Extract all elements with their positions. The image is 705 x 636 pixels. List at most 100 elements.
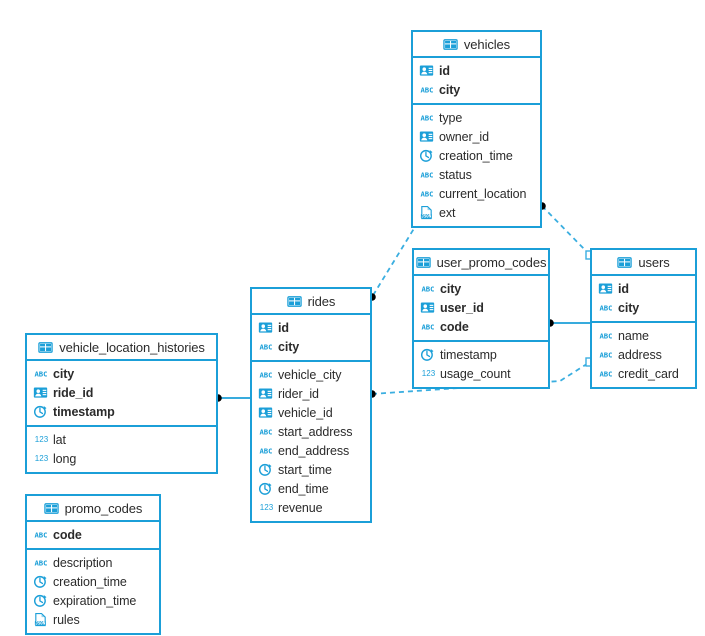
column-row[interactable]: ABC end_address xyxy=(252,441,370,460)
table-header-user_promo_codes[interactable]: user_promo_codes xyxy=(414,250,548,276)
key-id-icon xyxy=(598,281,613,296)
abc-icon: ABC xyxy=(419,186,434,201)
column-name: city xyxy=(618,300,640,315)
number-icon: 123 xyxy=(33,451,49,466)
column-row[interactable]: rider_id xyxy=(252,384,370,403)
column-name: type xyxy=(439,110,463,125)
clock-icon xyxy=(33,574,48,589)
json-icon: JSON xyxy=(33,612,48,627)
column-row[interactable]: vehicle_id xyxy=(252,403,370,422)
number-icon: 123 xyxy=(258,500,274,515)
svg-text:ABC: ABC xyxy=(34,530,47,539)
svg-text:ABC: ABC xyxy=(420,170,433,179)
table-title: promo_codes xyxy=(64,500,143,516)
column-name: lat xyxy=(53,432,66,447)
column-row[interactable]: end_time xyxy=(252,479,370,498)
column-row[interactable]: creation_time xyxy=(413,146,540,165)
abc-icon: ABC xyxy=(258,443,273,458)
abc-icon: ABC xyxy=(419,82,434,97)
abc-icon: ABC xyxy=(419,110,434,125)
svg-text:ABC: ABC xyxy=(259,446,272,455)
column-name: timestamp xyxy=(53,404,115,419)
column-row[interactable]: id xyxy=(413,61,540,80)
column-row[interactable]: timestamp xyxy=(27,402,216,421)
svg-text:123: 123 xyxy=(422,369,436,378)
column-row[interactable]: creation_time xyxy=(27,572,159,591)
key-id-icon xyxy=(419,63,434,78)
table-header-vehicles[interactable]: vehicles xyxy=(413,32,540,58)
relationship-vehicle_location_histories-rides[interactable] xyxy=(214,394,250,402)
column-row[interactable]: user_id xyxy=(414,298,548,317)
svg-text:ABC: ABC xyxy=(599,350,612,359)
table-header-rides[interactable]: rides xyxy=(252,289,370,315)
column-name: current_location xyxy=(439,186,527,201)
column-name: timestamp xyxy=(440,347,497,362)
table-header-promo_codes[interactable]: promo_codes xyxy=(27,496,159,522)
column-name: end_time xyxy=(278,481,329,496)
abc-icon: ABC xyxy=(598,347,613,362)
column-row[interactable]: ABC current_location xyxy=(413,184,540,203)
column-row[interactable]: owner_id xyxy=(413,127,540,146)
column-row[interactable]: expiration_time xyxy=(27,591,159,610)
svg-text:123: 123 xyxy=(260,503,274,512)
column-row[interactable]: ABC code xyxy=(27,525,159,544)
column-name: end_address xyxy=(278,443,350,458)
column-name: city xyxy=(439,82,461,97)
column-row[interactable]: ABC type xyxy=(413,108,540,127)
table-icon xyxy=(38,340,53,355)
column-name: creation_time xyxy=(439,148,513,163)
column-name: code xyxy=(53,527,82,542)
svg-text:ABC: ABC xyxy=(421,284,434,293)
column-row[interactable]: 123 lat xyxy=(27,430,216,449)
number-icon: 123 xyxy=(33,432,49,447)
column-row[interactable]: id xyxy=(592,279,695,298)
column-row[interactable]: ABC city xyxy=(413,80,540,99)
primary-key-section: ABC code xyxy=(27,522,159,550)
column-row[interactable]: start_time xyxy=(252,460,370,479)
column-name: credit_card xyxy=(618,366,679,381)
key-id-icon xyxy=(258,386,273,401)
column-row[interactable]: id xyxy=(252,318,370,337)
column-row[interactable]: timestamp xyxy=(414,345,548,364)
column-row[interactable]: ABC vehicle_city xyxy=(252,365,370,384)
relationship-user_promo_codes-users[interactable] xyxy=(546,319,590,327)
column-row[interactable]: ride_id xyxy=(27,383,216,402)
column-name: vehicle_city xyxy=(278,367,342,382)
table-header-vehicle_location_histories[interactable]: vehicle_location_histories xyxy=(27,335,216,361)
table-header-users[interactable]: users xyxy=(592,250,695,276)
svg-text:ABC: ABC xyxy=(259,370,272,379)
column-name: id xyxy=(278,320,289,335)
column-name: start_time xyxy=(278,462,332,477)
column-name: start_address xyxy=(278,424,353,439)
abc-icon: ABC xyxy=(33,555,48,570)
